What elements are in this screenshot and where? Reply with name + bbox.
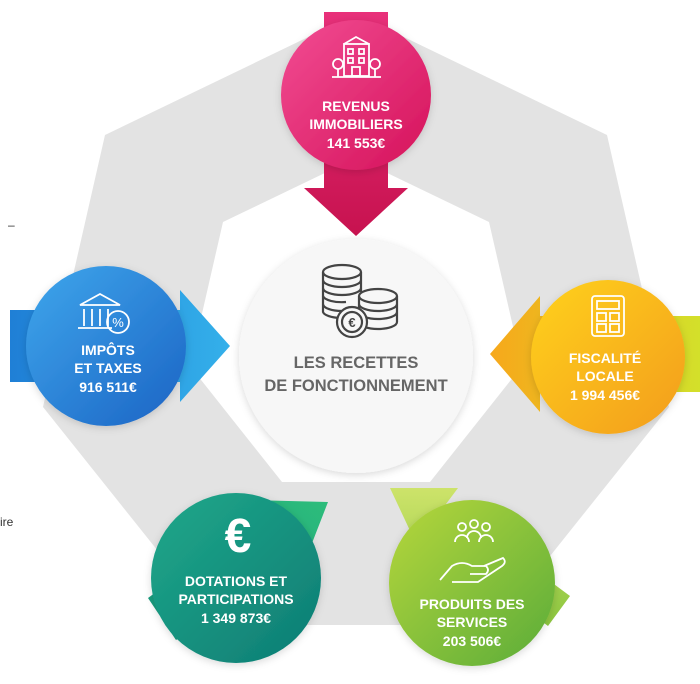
euro-icon: € xyxy=(225,510,252,563)
heptagon-ring xyxy=(43,14,669,625)
produits-amount: 203 506€ xyxy=(443,633,502,649)
impots-amount: 916 511€ xyxy=(79,379,137,395)
dotations-label-1: DOTATIONS ET xyxy=(185,573,288,589)
dotations-amount: 1 349 873€ xyxy=(201,610,271,626)
segment-fiscalite: FISCALITÉ LOCALE 1 994 456€ xyxy=(531,280,685,434)
impots-label-1: IMPÔTS xyxy=(81,341,135,358)
impots-label-2: ET TAXES xyxy=(74,360,141,376)
revenus-amount: 141 553€ xyxy=(327,135,386,151)
stray-text-ire: ire xyxy=(0,515,14,529)
fiscalite-amount: 1 994 456€ xyxy=(570,387,640,403)
hand-people-icon xyxy=(439,519,506,583)
svg-text:%: % xyxy=(112,315,124,330)
calculator-icon xyxy=(591,295,625,337)
segment-dotations: € DOTATIONS ET PARTICIPATIONS 1 349 873€ xyxy=(151,493,321,663)
center-circle xyxy=(239,239,473,473)
produits-label-1: PRODUITS DES xyxy=(419,596,524,612)
dotations-label-2: PARTICIPATIONS xyxy=(178,591,293,607)
svg-text:€: € xyxy=(348,315,355,330)
fiscalite-label-1: FISCALITÉ xyxy=(569,350,641,366)
center-title-line1: LES RECETTES xyxy=(294,354,419,372)
building-icon xyxy=(332,35,381,78)
stray-dash: – xyxy=(8,218,15,232)
revenus-label-1: REVENUS xyxy=(322,98,390,114)
fiscalite-label-2: LOCALE xyxy=(576,368,634,384)
segment-produits: PRODUITS DES SERVICES 203 506€ xyxy=(389,500,555,666)
coins-euro-icon: € xyxy=(321,263,399,339)
produits-label-2: SERVICES xyxy=(437,614,508,630)
bank-percent-icon: % xyxy=(78,292,130,334)
segment-revenus: REVENUS IMMOBILIERS 141 553€ xyxy=(281,20,431,170)
segment-impots: % IMPÔTS ET TAXES 916 511€ xyxy=(26,266,186,426)
center-title-line2: DE FONCTIONNEMENT xyxy=(264,377,447,395)
revenus-label-2: IMMOBILIERS xyxy=(309,116,402,132)
